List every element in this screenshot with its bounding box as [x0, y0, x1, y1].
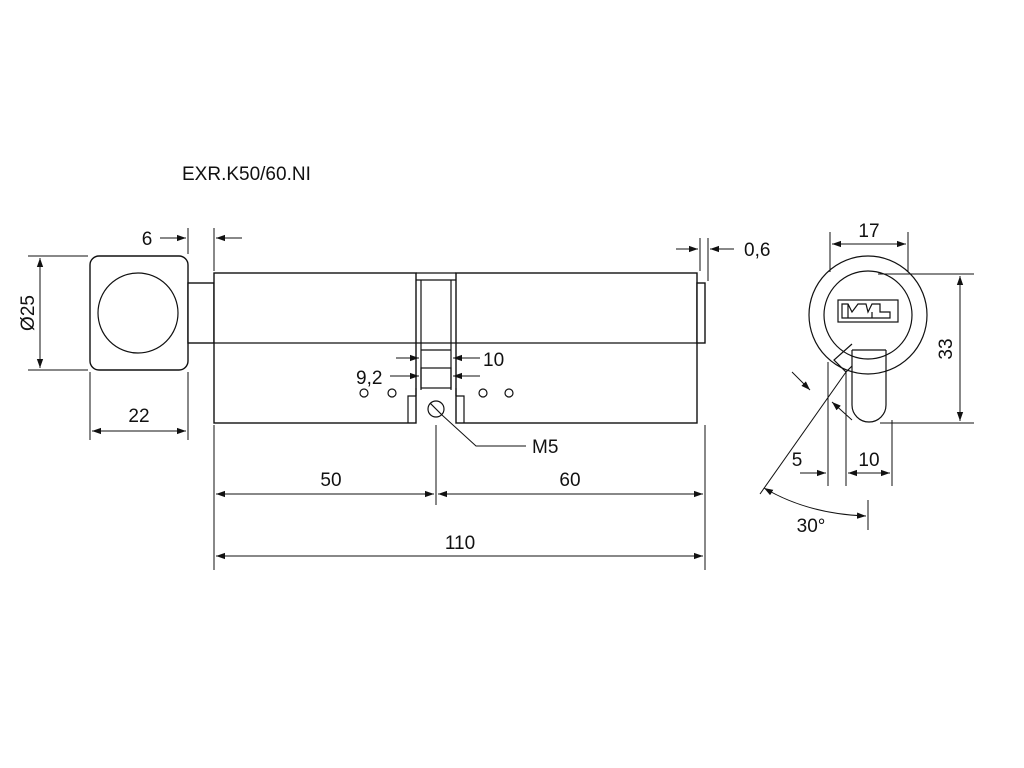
screw-boss	[407, 388, 465, 423]
label-cam-width-inner: 9,2	[356, 368, 382, 389]
dim-knob-width: 22	[89, 372, 189, 440]
dim-knob-gap: 6	[142, 228, 242, 271]
cylinder-right-half	[455, 272, 706, 424]
cam-section	[416, 272, 456, 390]
label-length-left: 50	[320, 470, 341, 491]
label-knob-diameter: Ø25	[18, 295, 39, 331]
dim-profile-height: 33	[878, 273, 974, 424]
dim-offset: 0,6	[676, 238, 770, 281]
profile-outer-rim	[808, 255, 928, 375]
label-cam-angle: 30°	[797, 516, 826, 537]
label-length-total: 110	[445, 533, 475, 554]
label-profile-bottom-right: 10	[858, 450, 879, 471]
knob-shaft	[187, 282, 215, 344]
label-offset: 0,6	[744, 240, 770, 261]
dim-screw: M5	[441, 414, 558, 458]
dim-length-total: 110	[216, 533, 703, 560]
screw-hole	[427, 400, 445, 418]
dim-profile-bottom: 5 10	[792, 362, 893, 486]
label-profile-bottom-left: 5	[792, 450, 803, 471]
label-profile-height: 33	[936, 338, 957, 359]
dim-cam-width-inner: 9,2	[356, 368, 480, 389]
profile-inner-rim	[823, 270, 913, 360]
dim-cam-width-outer: 10	[396, 350, 504, 371]
profile-keyway-body	[851, 350, 887, 423]
knob-grip-circle	[97, 272, 179, 354]
dim-key-offset	[791, 371, 853, 421]
label-profile-width: 17	[858, 221, 879, 242]
dim-lengths: 50 60	[213, 425, 706, 570]
dim-knob-diameter: Ø25	[18, 255, 88, 371]
dim-profile-width: 17	[829, 221, 909, 272]
label-knob-gap: 6	[142, 229, 153, 250]
pin-holes	[359, 388, 514, 398]
label-knob-width: 22	[128, 406, 149, 427]
profile-cam-tab	[833, 343, 853, 373]
cylinder-profile-view	[808, 255, 928, 423]
cylinder-side-view	[89, 255, 706, 424]
profile-key-slot	[837, 299, 899, 323]
dim-cam-angle: 30°	[759, 371, 869, 537]
cylinder-left-half	[213, 272, 417, 424]
label-screw: M5	[532, 437, 558, 458]
label-cam-width-outer: 10	[483, 350, 504, 371]
drawing-title: EXR.K50/60.NI	[182, 164, 311, 185]
label-length-right: 60	[559, 470, 580, 491]
